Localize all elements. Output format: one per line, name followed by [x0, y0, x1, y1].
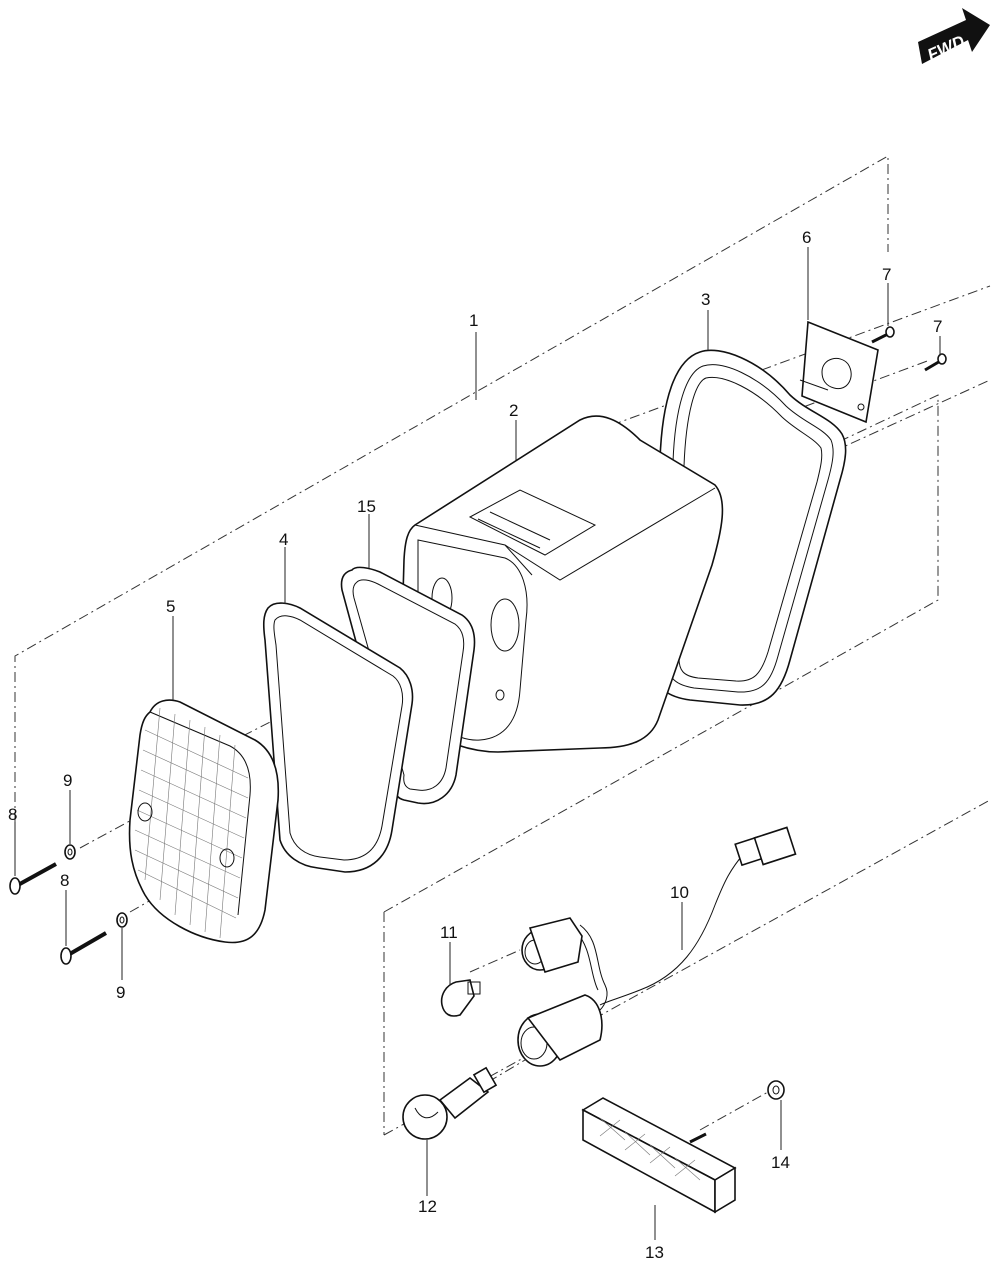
callout-2: 2	[509, 401, 518, 420]
callout-labels: 1 2 3 4 5 6 7 7 8 8 9 9 10 11 12 13 14 1…	[8, 228, 942, 1262]
callout-8-lower: 8	[60, 871, 69, 890]
callout-15: 15	[357, 497, 376, 516]
callout-3: 3	[701, 290, 710, 309]
callout-11: 11	[440, 923, 458, 942]
lens-grid-pattern	[134, 707, 249, 939]
callout-1: 1	[469, 311, 478, 330]
callout-5: 5	[166, 597, 175, 616]
part-12-bulb	[402, 1066, 498, 1140]
part-8-screw-upper	[9, 862, 57, 895]
callout-6: 6	[802, 228, 811, 247]
callout-10: 10	[670, 883, 689, 902]
part-9-washer-upper	[64, 844, 76, 860]
fwd-arrow-icon: FWD	[918, 8, 990, 65]
part-11-bulb	[440, 979, 481, 1017]
callout-4: 4	[279, 530, 288, 549]
leader-lines	[14, 247, 941, 1240]
callout-14: 14	[771, 1153, 790, 1172]
part-9-washer-lower	[116, 912, 128, 928]
callout-9-upper: 9	[63, 771, 72, 790]
part-10-wire-harness	[517, 826, 797, 1067]
part-14-nut	[767, 1080, 785, 1100]
callout-9-lower: 9	[116, 983, 125, 1002]
part-8-screw-lower	[60, 931, 108, 965]
reflector-pattern	[599, 1117, 701, 1181]
part-7-screws	[871, 326, 947, 372]
part-4-gasket	[262, 602, 414, 873]
callout-8-upper: 8	[8, 805, 17, 824]
callout-12: 12	[418, 1197, 437, 1216]
part-13-reflector	[581, 1097, 737, 1214]
part-6-bracket	[799, 320, 879, 424]
part-5-lens	[128, 699, 280, 944]
callout-13: 13	[645, 1243, 664, 1262]
callout-7-lower: 7	[933, 317, 942, 336]
callout-7-upper: 7	[882, 265, 891, 284]
